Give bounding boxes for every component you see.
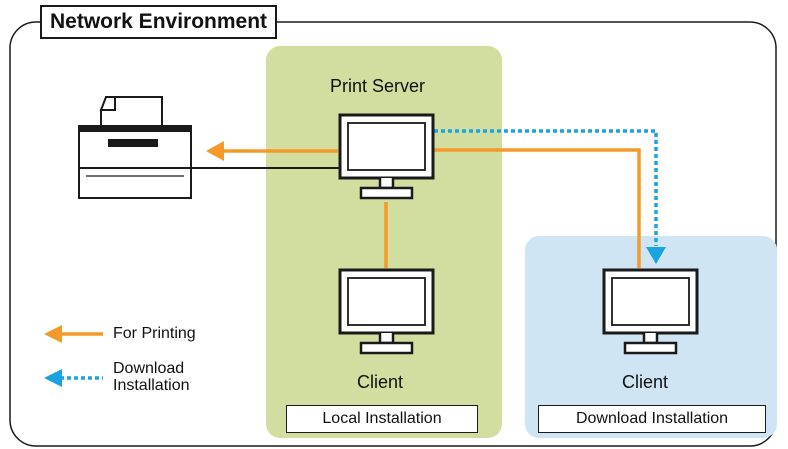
local-client-label: Client	[357, 372, 404, 392]
download-installation-tag: Download Installation	[538, 405, 766, 433]
local-client-monitor-icon	[338, 268, 435, 355]
legend-download-arrow-icon	[44, 369, 103, 387]
remote-client-monitor-icon	[602, 268, 699, 355]
printing-link-remote-client	[434, 148, 641, 268]
print-server-monitor-icon	[338, 113, 435, 200]
diagram-title: Network Environment	[40, 5, 278, 39]
download-arrowhead	[646, 247, 666, 264]
local-installation-tag: Local Installation	[286, 405, 478, 433]
download-installation-path	[434, 129, 658, 246]
legend-download-label-line2: Installation	[113, 377, 190, 394]
legend-printing-arrow-icon	[44, 325, 103, 343]
printing-arrowhead	[206, 141, 224, 161]
local-installation-zone	[266, 46, 502, 438]
legend-for-printing-label: For Printing	[113, 325, 196, 342]
print-server-label: Print Server	[330, 76, 426, 96]
remote-client-label: Client	[622, 372, 669, 392]
network-environment-frame	[9, 21, 777, 447]
printer-icon	[78, 96, 192, 199]
legend-download-label-line1: Download	[113, 360, 185, 377]
